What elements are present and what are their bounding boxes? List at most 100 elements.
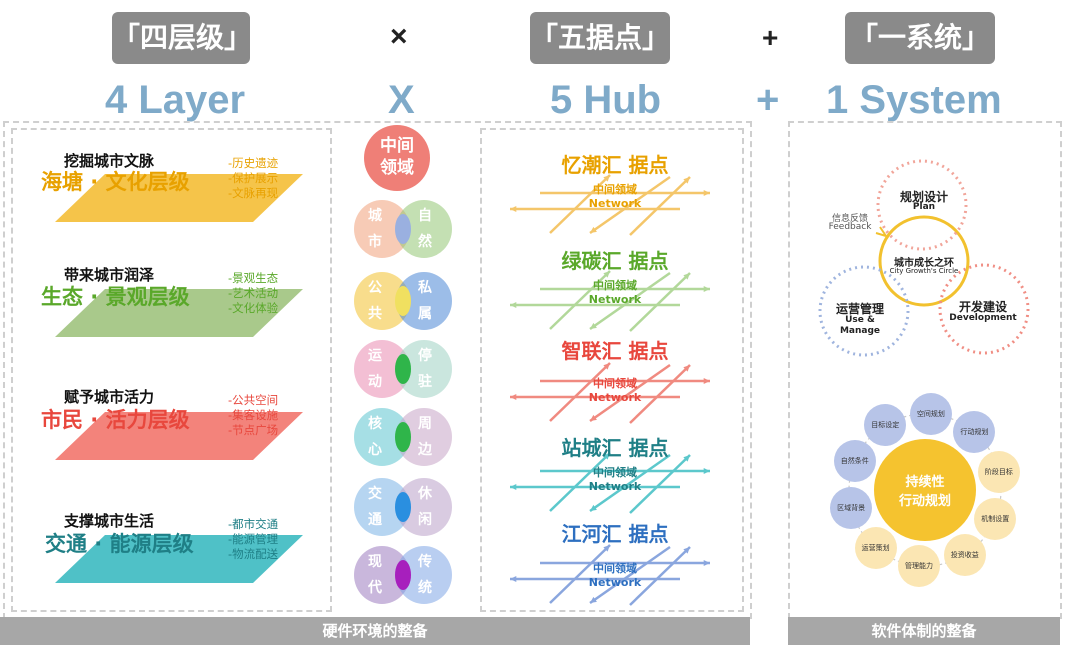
arrow-head bbox=[590, 226, 597, 233]
hubs-frame bbox=[480, 128, 744, 612]
feedback-label-en: Feedback bbox=[828, 222, 872, 232]
arrow-head bbox=[683, 455, 690, 462]
en-times: X bbox=[388, 78, 415, 122]
lens-char: 属 bbox=[418, 306, 432, 322]
footer-hardware: 硬件环境的整备 bbox=[0, 617, 750, 645]
lens-char: 城 bbox=[368, 208, 382, 224]
hub-sub-line: Network bbox=[588, 391, 642, 404]
middle-domain-badge: 中间 领域 bbox=[364, 125, 430, 191]
lens-pair: 交通 休闲 bbox=[354, 478, 454, 538]
arrow-head bbox=[510, 301, 517, 309]
arrow-head bbox=[683, 273, 690, 280]
plan-label-cn: 规划设计 bbox=[899, 190, 948, 204]
layer-item: -文脉再现 bbox=[228, 186, 279, 200]
hub-name-lvtan: 绿碳汇 据点 bbox=[561, 249, 669, 273]
lens-overlap bbox=[395, 286, 411, 316]
layer-plane-transport bbox=[55, 535, 303, 583]
lens-char: 休 bbox=[418, 486, 432, 502]
action-ring-item: 投资收益 bbox=[943, 533, 986, 576]
layer-title-transport: 支撑城市生活 bbox=[64, 512, 155, 530]
layer-title-ecology: 带来城市润泽 bbox=[64, 266, 155, 284]
hub-arrow-diagonal bbox=[549, 174, 611, 234]
layer-name-culture: 海塘 · 文化层级 bbox=[41, 170, 190, 194]
hub-arrow-diagonal bbox=[589, 271, 671, 331]
action-ring-item: 区域背景 bbox=[830, 486, 873, 529]
lens-overlap bbox=[395, 492, 411, 522]
layer-item: -都市交通 bbox=[228, 517, 279, 531]
lens-char: 然 bbox=[418, 234, 432, 250]
layer-item: -能源管理 bbox=[228, 532, 279, 546]
lens-char: 私 bbox=[418, 280, 432, 296]
arrow-head bbox=[683, 365, 690, 372]
tag-one-system: 「一系统」 bbox=[845, 12, 995, 64]
growth-cycle-diagram bbox=[818, 159, 1030, 357]
hub-sub-line: 中间领域 bbox=[593, 377, 637, 390]
lens-char: 心 bbox=[368, 442, 382, 458]
action-core: 持续性 行动规划 bbox=[874, 439, 976, 541]
arrow-head bbox=[603, 363, 610, 370]
hub-sub-line: Network bbox=[588, 293, 642, 306]
arrow-head bbox=[603, 175, 610, 182]
lens-char: 停 bbox=[418, 348, 432, 364]
lens-overlap bbox=[395, 560, 411, 590]
lens-char: 现 bbox=[368, 554, 382, 570]
lens-char: 市 bbox=[368, 234, 382, 250]
lens-char: 共 bbox=[368, 306, 382, 322]
use-node-circle bbox=[818, 265, 910, 357]
action-ring-item: 机制设置 bbox=[974, 498, 1017, 541]
arrow-head bbox=[510, 575, 517, 583]
lens-char: 传 bbox=[418, 554, 432, 570]
arrow-head bbox=[590, 322, 597, 329]
layer-items-culture: -历史遗迹 -保护展示 -文脉再现 bbox=[228, 156, 278, 201]
arrow-head bbox=[703, 559, 710, 567]
lens-char: 动 bbox=[368, 374, 382, 390]
arrow-head bbox=[683, 547, 690, 554]
middle-title-line: 中间 bbox=[380, 136, 414, 156]
action-ring-item: 行动规划 bbox=[953, 411, 996, 454]
action-ring-item: 运营策划 bbox=[854, 526, 897, 569]
feedback-arrow bbox=[875, 226, 887, 237]
lens-pair: 公共私属 bbox=[354, 272, 454, 332]
action-core-line-1: 持续性 bbox=[905, 475, 945, 490]
hub-sub-line: Network bbox=[588, 197, 642, 210]
layer-item: -物流配送 bbox=[228, 547, 279, 561]
en-five-hub: 5 Hub bbox=[550, 78, 662, 122]
action-ring-item: 目标设定 bbox=[864, 404, 907, 447]
lens-overlap bbox=[395, 354, 411, 384]
lens-char: 交 bbox=[368, 486, 382, 502]
hub-sub-lvtan: 中间领域 Network bbox=[480, 279, 750, 307]
middle-title-line: 领域 bbox=[380, 158, 414, 178]
plan-node-circle bbox=[876, 159, 968, 251]
hub-arrow-diagonal bbox=[629, 364, 691, 424]
lens-pair: 现代传统 bbox=[354, 546, 454, 606]
hub-arrow-diagonal bbox=[549, 452, 611, 512]
hub-arrow-diagonal bbox=[589, 175, 671, 235]
action-ring-item: 管理能力 bbox=[898, 544, 941, 587]
hub-sub-line: 中间领域 bbox=[593, 279, 637, 292]
lens-char: 运 bbox=[368, 348, 382, 364]
lens-char: 边 bbox=[418, 442, 432, 458]
plan-label-en: Plan bbox=[912, 202, 936, 212]
hub-sub-yichao: 中间领域 Network bbox=[480, 183, 750, 211]
lens-char: 核 bbox=[368, 416, 382, 432]
layer-plane-ecology bbox=[55, 289, 303, 337]
action-ring-item: 自然条件 bbox=[833, 439, 876, 482]
hub-arrow-diagonal bbox=[589, 545, 671, 605]
feedback-label-cn: 信息反馈 bbox=[831, 214, 868, 224]
hub-sub-line: Network bbox=[588, 480, 642, 493]
hub-arrow-diagonal bbox=[629, 272, 691, 332]
lens-overlap bbox=[395, 422, 411, 452]
hub-sub-line: 中间领域 bbox=[593, 562, 637, 575]
action-ring-item: 阶段目标 bbox=[977, 451, 1020, 494]
lens-char: 驻 bbox=[418, 374, 432, 390]
lens-char: 闲 bbox=[418, 512, 432, 528]
lens-char: 通 bbox=[368, 512, 382, 528]
lens-pair: 城市自然 bbox=[354, 200, 454, 260]
layer-item: -节点广场 bbox=[228, 423, 279, 437]
footer-software: 软件体制的整备 bbox=[788, 617, 1060, 645]
arrow-head bbox=[603, 545, 610, 552]
layer-item: -公共空间 bbox=[228, 393, 279, 407]
tag-five-hubs: 「五据点」 bbox=[530, 12, 670, 64]
layer-item: -文化体验 bbox=[228, 301, 279, 315]
action-core-line-2: 行动规划 bbox=[898, 494, 951, 509]
